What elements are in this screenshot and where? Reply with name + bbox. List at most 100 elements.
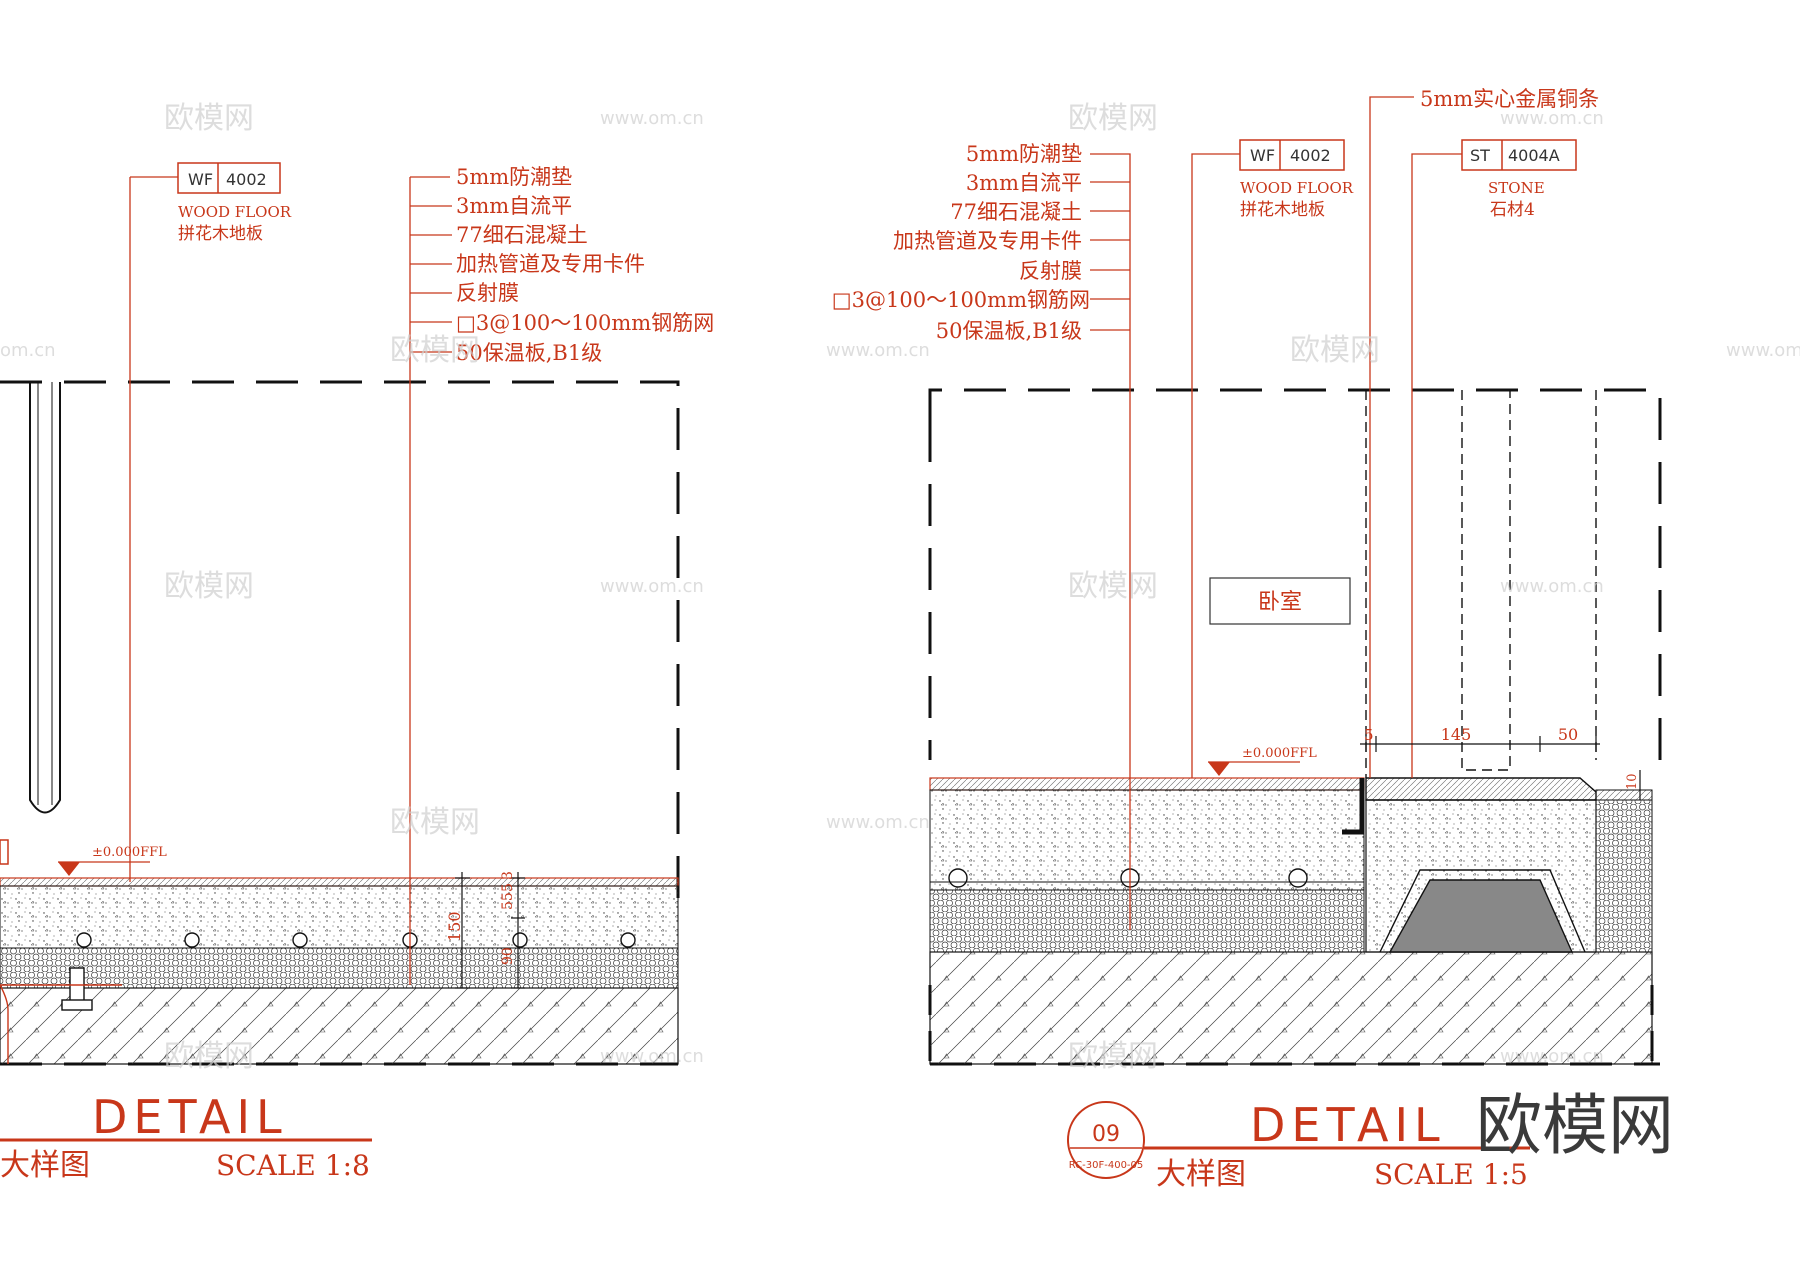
right-wood-tag-code: WF	[1250, 146, 1275, 165]
left-level-text: ±0.000FFL	[92, 845, 167, 860]
left-texts: 5mm防潮垫 3mm自流平 77细石混凝土 加热管道及专用卡件 反射膜 □3@1…	[0, 165, 714, 1183]
right-strip-leader	[1369, 96, 1414, 778]
left-layer-leader	[409, 176, 450, 985]
watermark-big-logo: 欧模网	[1476, 1087, 1674, 1164]
left-dimension-lines	[455, 872, 525, 989]
left-detail-scale: SCALE 1:8	[216, 1149, 370, 1182]
right-wood-tag-name-cn: 拼花木地板	[1240, 200, 1325, 220]
right-dashed-boundary	[928, 388, 1662, 760]
right-layer-label: 5mm防潮垫	[966, 142, 1082, 166]
left-tag-number: 4002	[226, 170, 267, 189]
right-detail-subtitle: 大样图	[1156, 1157, 1246, 1192]
right-layer-label: □3@100～100mm钢筋网	[832, 288, 1090, 312]
right-slab	[929, 951, 1653, 1065]
right-layer-label: 50保温板,B1级	[936, 319, 1082, 343]
watermark-url: www.om.cn	[1500, 576, 1604, 597]
right-wood-tag	[1239, 139, 1345, 171]
watermark-brand: 欧模网	[390, 805, 480, 840]
detail-number: 09	[1092, 1122, 1120, 1147]
left-dim-d: 90	[500, 947, 516, 965]
detail-number-bubble	[1067, 1101, 1145, 1179]
right-dim-width: 145	[1441, 725, 1472, 744]
watermark-brand: 欧模网	[164, 1039, 254, 1074]
left-dim-b: 3	[500, 871, 516, 880]
left-dim-total: 150	[445, 911, 464, 942]
right-floor-finish	[929, 777, 1365, 791]
right-metal-strip-label: 5mm实心金属铜条	[1420, 87, 1599, 111]
watermark-url: www.om.cn	[1500, 1046, 1604, 1067]
sheet-reference: RC-30F-400-05	[1069, 1160, 1144, 1171]
left-anchor-bolt	[69, 967, 85, 1005]
right-dim-top: 10	[1625, 773, 1640, 790]
left-layer-label: 加热管道及专用卡件	[456, 252, 645, 276]
right-layer-label: 加热管道及专用卡件	[893, 229, 1082, 253]
room-label-box	[1209, 577, 1351, 625]
right-layer-label: 77细石混凝土	[950, 200, 1082, 224]
watermark-domain: om.cn	[0, 340, 56, 361]
right-stone-tag-number: 4004A	[1508, 146, 1560, 165]
right-layer-leader	[1090, 153, 1131, 930]
left-layer-ticks	[410, 205, 452, 353]
watermark-brand: 欧模网	[1068, 1039, 1158, 1074]
watermark-url: www.om.cn	[600, 576, 704, 597]
right-detail-title: DETAIL	[1250, 1098, 1446, 1152]
right-insulation-layer	[929, 889, 1365, 953]
watermark-brand: 欧模网	[1290, 333, 1380, 368]
watermark-brand: 欧模网	[164, 101, 254, 136]
left-insulation-layer	[0, 947, 679, 989]
right-wood-leader	[1191, 153, 1240, 778]
watermark-brand: 欧模网	[1068, 101, 1158, 136]
watermark-url: www.om.cn	[600, 1046, 704, 1067]
left-tag-name-cn: 拼花木地板	[178, 224, 263, 244]
left-tag-leader	[129, 176, 178, 882]
right-texts: 5mm防潮垫 3mm自流平 77细石混凝土 加热管道及专用卡件 反射膜 □3@1…	[832, 87, 1640, 1192]
watermark-brand: 欧模网	[164, 569, 254, 604]
left-layer-label: 77细石混凝土	[456, 223, 588, 247]
right-level-marker	[1208, 762, 1230, 776]
watermark-brand: 欧模网	[390, 333, 480, 368]
left-layer-label: 50保温板,B1级	[456, 341, 602, 365]
left-material-tag	[177, 162, 281, 194]
left-dim-a: 5	[500, 883, 516, 892]
right-metal-strip	[1342, 778, 1365, 835]
left-detail-subtitle: 大样图	[0, 1148, 90, 1183]
left-dashed-boundary	[0, 380, 680, 900]
left-layer-label: □3@100～100mm钢筋网	[456, 311, 714, 335]
left-layer-label: 5mm防潮垫	[456, 165, 572, 189]
watermark-url: www.om.cn	[826, 340, 930, 361]
left-concrete-layer	[0, 885, 679, 949]
watermark-brand: 欧模网	[1068, 569, 1158, 604]
right-detail-scale: SCALE 1:5	[1374, 1158, 1528, 1191]
watermark-url: www.om.cn	[1726, 340, 1800, 361]
right-dim-gap: 5	[1364, 726, 1374, 744]
right-stone-threshold	[1365, 777, 1597, 801]
right-wood-tag-name-en: WOOD FLOOR	[1240, 179, 1354, 197]
right-detail	[928, 96, 1662, 1179]
right-layer-label: 反射膜	[1019, 259, 1082, 283]
right-stone-tag-code: ST	[1470, 146, 1490, 165]
watermark-url: www.om.cn	[826, 812, 930, 833]
left-dim-c: 55	[500, 892, 516, 910]
right-stone-leader	[1411, 153, 1462, 778]
watermark-url: www.om.cn	[600, 108, 704, 129]
left-layer-label: 3mm自流平	[456, 194, 572, 218]
left-detail	[0, 162, 680, 1142]
left-layer-label: 反射膜	[456, 281, 519, 305]
right-layer-label: 3mm自流平	[966, 171, 1082, 195]
right-stone-tag-name-en: STONE	[1488, 179, 1545, 197]
right-door-frame	[1365, 390, 1597, 778]
left-vertical-pipe	[29, 382, 61, 814]
right-pipe-channel	[1388, 879, 1574, 953]
right-level-text: ±0.000FFL	[1242, 746, 1317, 761]
left-slab	[0, 987, 679, 1065]
room-label: 卧室	[1258, 590, 1302, 615]
watermark-url: www.om.cn	[1500, 108, 1604, 129]
watermarks: 欧模网 www.om.cn 欧模网 www.om.cn om.cn 欧模网 ww…	[0, 101, 1800, 1074]
right-stone-tag	[1461, 139, 1577, 171]
left-tag-code: WF	[188, 170, 213, 189]
left-level-marker	[58, 862, 80, 876]
right-wood-tag-number: 4002	[1290, 146, 1331, 165]
left-tag-name-en: WOOD FLOOR	[178, 203, 292, 221]
right-dimension-lines	[1360, 736, 1641, 800]
